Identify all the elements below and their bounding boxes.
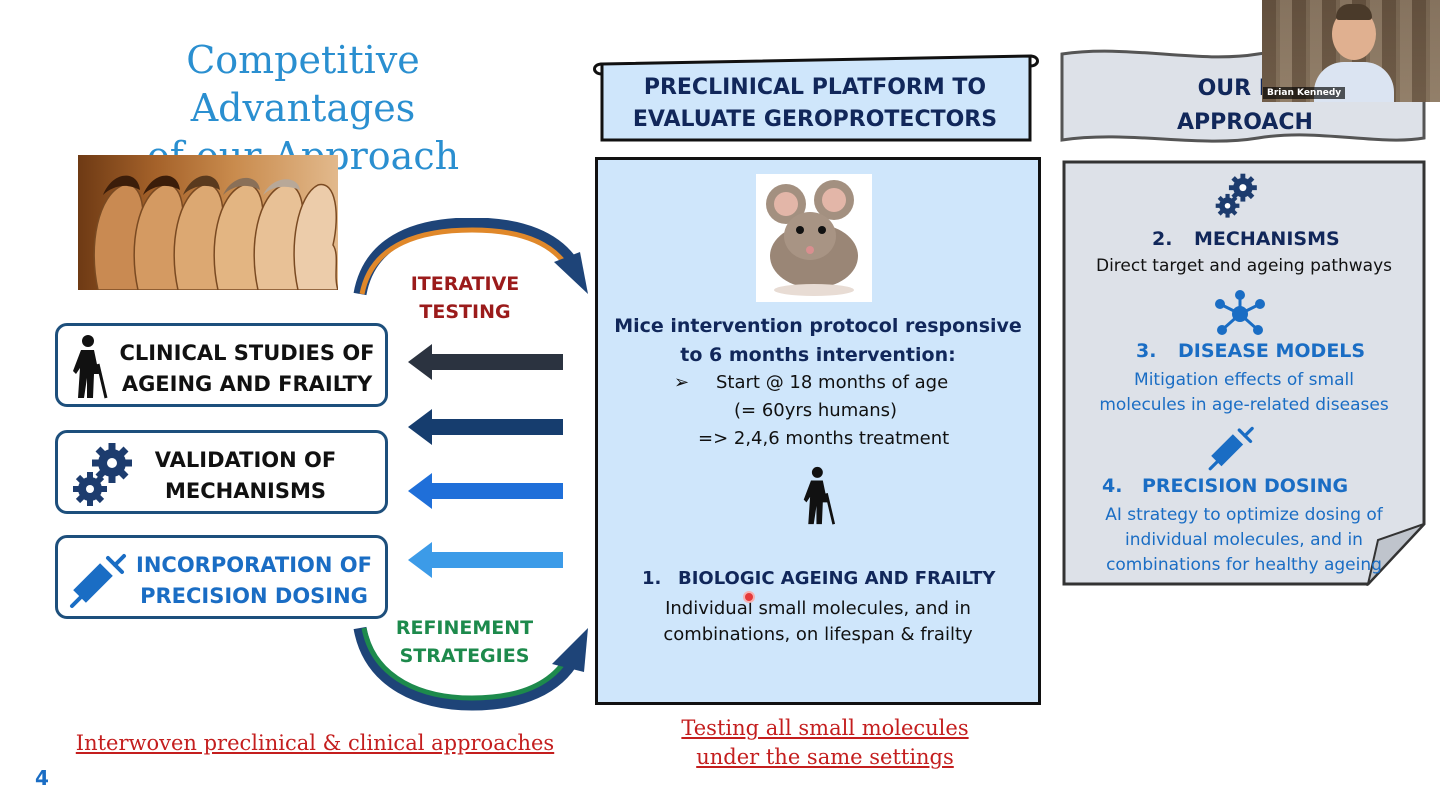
center-caption-line1: Testing all small molecules [681,716,969,740]
item4-desc-line2: individual molecules, and in [1125,530,1363,550]
refinement-strategies-arrow [353,626,588,711]
right-panel-paper [1062,160,1426,586]
left-caption: Interwoven preclinical & clinical approa… [75,731,555,755]
item1-number: 1. [642,568,662,589]
preclinical-panel: Mice intervention protocol responsive to… [595,157,1041,705]
speaker-video-thumbnail[interactable]: Brian Kennedy [1262,0,1440,102]
validation-line2: MECHANISMS [164,479,327,503]
clinical-studies-box: CLINICAL STUDIES OF AGEING AND FRAILTY [55,323,388,407]
item4-number: 4. [1102,475,1123,497]
refinement-strategies-label: REFINEMENT STRATEGIES [392,614,537,670]
validation-mechanisms-box: VALIDATION OF MECHANISMS [55,430,388,514]
item4-description: AI strategy to optimize dosing of indivi… [1062,503,1426,578]
refinement-label-line2: STRATEGIES [399,645,530,667]
precision-dosing-box: INCORPORATION OF PRECISION DOSING [55,535,388,619]
item2-title: MECHANISMS [1194,228,1340,250]
network-molecule-icon [1215,290,1265,335]
right-banner-line2: APPROACH [1177,110,1313,135]
arrow-to-clinical [408,344,563,380]
center-banner-title: PRECLINICAL PLATFORM TO EVALUATE GEROPRO… [605,72,1025,136]
speaker-name-label: Brian Kennedy [1263,87,1346,99]
iterative-testing-arrow [353,218,588,296]
item1-description: Individual small molecules, and in combi… [598,596,1038,648]
ageing-faces-image [78,155,338,290]
iterative-label-line2: TESTING [419,301,511,323]
gears-icon [1215,173,1257,218]
validation-line1: VALIDATION OF [154,448,337,472]
arrow-to-validation-1 [408,409,563,445]
clinical-studies-line1: CLINICAL STUDIES OF [119,341,375,365]
refinement-label-line1: REFINEMENT [395,617,534,639]
center-banner-line2: EVALUATE GEROPROTECTORS [632,107,998,132]
item3-description: Mitigation effects of small molecules in… [1062,368,1426,418]
laser-pointer-cursor [743,591,755,603]
page-number: 4 [35,766,49,790]
clinical-studies-line2: AGEING AND FRAILTY [121,372,373,396]
item1-title: BIOLOGIC AGEING AND FRAILTY [678,568,996,589]
elderly-person-icon [803,466,836,525]
protocol-line2: to 6 months intervention: [680,344,956,366]
mouse-image [756,174,872,302]
item4-desc-line3: combinations for healthy ageing [1106,555,1382,575]
arrow-to-precision [408,542,563,578]
item1-desc-line1: Individual small molecules, and in [665,598,971,619]
item1-desc-line2: combinations, on lifespan & frailty [663,624,973,645]
center-caption-line2: under the same settings [696,745,954,769]
protocol-text: Mice intervention protocol responsive to… [598,312,1038,370]
item3-desc-line1: Mitigation effects of small [1134,370,1354,390]
incorporation-line1: INCORPORATION OF [136,553,372,577]
item2-description: Direct target and ageing pathways [1095,256,1393,276]
slide-title: Competitive Advantages of our Approach [68,36,538,180]
bullet-start-age: Start @ 18 months of age [716,372,949,393]
item4-title: PRECISION DOSING [1142,475,1349,497]
bullet-human-years: (= 60yrs humans) [734,400,898,421]
item2-number: 2. [1152,228,1173,250]
item3-desc-line2: molecules in age-related diseases [1099,395,1389,415]
arrow-to-validation-2 [408,473,563,509]
center-caption: Testing all small molecules under the sa… [595,714,1055,772]
syringe-icon [70,554,126,608]
item4-desc-line1: AI strategy to optimize dosing of [1105,505,1383,525]
iterative-testing-label: ITERATIVE TESTING [395,270,535,326]
elderly-person-icon [73,335,108,399]
item3-title: DISEASE MODELS [1178,340,1366,362]
bullet-treatment: => 2,4,6 months treatment [698,428,950,449]
protocol-line1: Mice intervention protocol responsive [614,315,1022,337]
incorporation-line2: PRECISION DOSING [140,584,368,608]
speaker-hair [1336,4,1372,20]
syringe-icon [1208,426,1254,471]
item3-number: 3. [1136,340,1157,362]
gears-icon [73,443,132,506]
slide-title-line1: Competitive Advantages [186,38,420,130]
center-banner-scroll [593,54,1039,142]
bullet-arrow-icon: ➢ [674,372,690,393]
iterative-label-line1: ITERATIVE [410,273,520,295]
center-banner-line1: PRECLINICAL PLATFORM TO [643,75,987,100]
